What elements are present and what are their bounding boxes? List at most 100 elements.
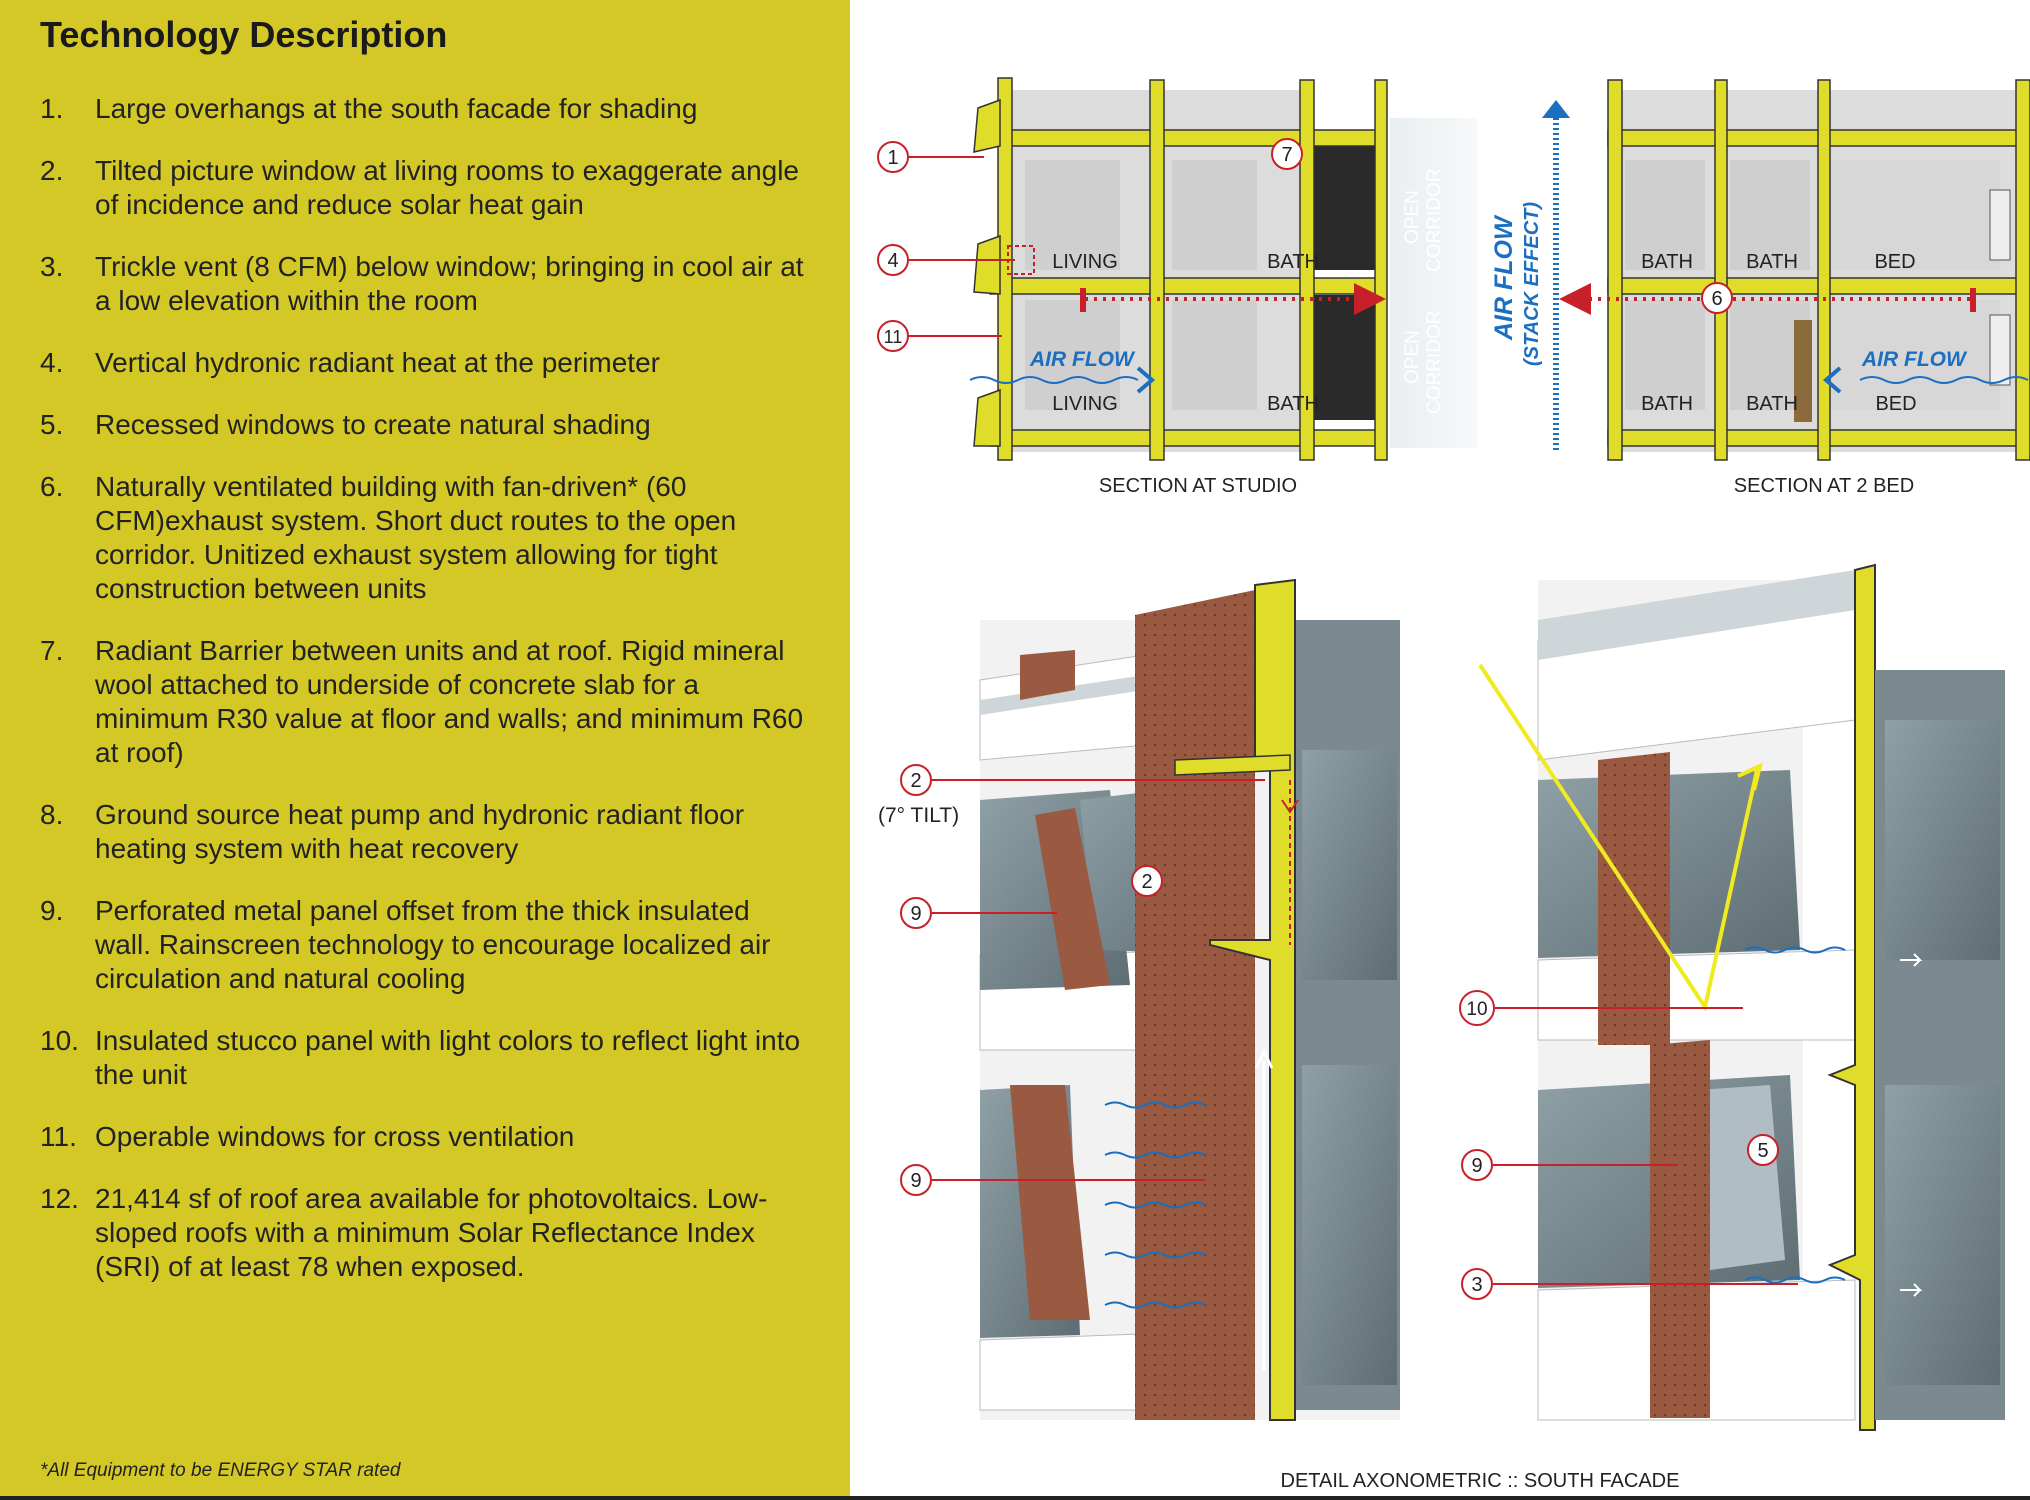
callout-3 — [1461, 1268, 1493, 1300]
callout-9 — [900, 1164, 932, 1196]
item-number: 12. — [40, 1183, 79, 1214]
air-flow-label-vertical: AIR FLOW — [1490, 214, 1518, 341]
svg-text:4: 4 — [887, 250, 898, 272]
item-text: Trickle vent (8 CFM) below window; bring… — [95, 251, 804, 316]
axonometric-studio: 2 (7° TILT) 2 9 9 — [878, 578, 1400, 1421]
air-flow-indicators: AIR FLOW AIR FLOW AIR FLOW (STACK EFFECT… — [969, 202, 2029, 394]
svg-text:2: 2 — [910, 770, 921, 792]
svg-text:6: 6 — [1711, 288, 1722, 310]
slab-roof — [989, 129, 1386, 147]
room-label-bath: BATH — [1641, 251, 1693, 273]
room-label-bath: BATH — [1746, 393, 1798, 415]
item-text: Ground source heat pump and hydronic rad… — [95, 799, 745, 864]
item-number: 3. — [40, 251, 64, 282]
item-number: 6. — [40, 471, 64, 502]
air-wave-icons — [1104, 1101, 1206, 1309]
room-label-living: LIVING — [1052, 251, 1118, 273]
item-number: 5. — [40, 409, 64, 440]
perforated-metal-panel — [1650, 1040, 1710, 1418]
stack-effect-label: (STACK EFFECT) — [1521, 202, 1543, 366]
arrow-icon — [1737, 762, 1763, 791]
room-label-bed: BED — [1875, 393, 1916, 415]
arrow-icon — [1900, 953, 1923, 967]
wave-icon — [1859, 376, 2029, 384]
item-text: Large overhangs at the south facade for … — [95, 93, 698, 124]
list-item: 9. Perforated metal panel offset from the… — [40, 894, 810, 996]
slab-level-2 — [989, 277, 1386, 295]
wave-icon — [969, 376, 1139, 384]
axonometric-two-bed: 10 9 3 5 — [1459, 563, 2005, 1431]
item-text: Operable windows for cross ventilation — [95, 1121, 575, 1152]
item-text: Vertical hydronic radiant heat at the pe… — [95, 347, 660, 378]
list-item: 1.Large overhangs at the south facade fo… — [40, 92, 810, 126]
open-corridor-upper — [1310, 140, 1382, 270]
room-labels: LIVING LIVING BATH BATH BATH BATH BED BA… — [1052, 251, 1916, 415]
list-item: 12.21,414 sf of roof area available for … — [40, 1182, 810, 1284]
item-number: 11. — [40, 1121, 77, 1152]
room-label-bath: BATH — [1267, 251, 1319, 273]
svg-text:7: 7 — [1281, 144, 1292, 166]
svg-text:2: 2 — [1141, 871, 1152, 893]
callout-9 — [1461, 1149, 1493, 1181]
tilt-label: (7° TILT) — [878, 804, 959, 827]
studio-section — [973, 77, 1388, 461]
list-item: 4. Vertical hydronic radiant heat at the … — [40, 346, 810, 380]
item-number: 9. — [40, 895, 64, 926]
arrow-right-icon — [1136, 366, 1156, 394]
item-number: 8. — [40, 799, 64, 830]
callout-2 — [900, 764, 932, 796]
technology-list: 1.Large overhangs at the south facade fo… — [40, 92, 810, 1312]
arrow-icon — [1900, 1283, 1923, 1297]
label-open: OPEN — [1402, 330, 1423, 384]
item-number: 10. — [40, 1025, 79, 1056]
item-number: 7. — [40, 635, 64, 666]
svg-text:11: 11 — [884, 327, 903, 347]
label-corridor: CORRIDOR — [1424, 311, 1445, 414]
air-flow-label-left: AIR FLOW — [1029, 348, 1136, 371]
svg-text:5: 5 — [1757, 1140, 1768, 1162]
item-number: 4. — [40, 347, 64, 378]
callout-1 — [877, 141, 909, 173]
callout-5 — [1747, 1134, 1779, 1166]
item-text: Tilted picture window at living rooms to… — [95, 155, 800, 220]
item-text: Insulated stucco panel with light colors… — [95, 1025, 801, 1090]
item-text: Naturally ventilated building with fan-d… — [95, 471, 737, 604]
label-open: OPEN — [1402, 190, 1423, 244]
air-flow-label-right: AIR FLOW — [1861, 348, 1968, 371]
two-bed-section — [1559, 79, 2030, 461]
list-item: 11. Operable windows for cross ventilatio… — [40, 1120, 810, 1154]
slab-level-1 — [989, 429, 1386, 447]
list-item: 8. Ground source heat pump and hydronic r… — [40, 798, 810, 866]
room-label-bath: BATH — [1746, 251, 1798, 273]
svg-text:3: 3 — [1471, 1274, 1482, 1296]
label-corridor: CORRIDOR — [1424, 169, 1445, 272]
room-label-bath: BATH — [1641, 393, 1693, 415]
wave-icon — [1744, 946, 1846, 954]
svg-text:9: 9 — [910, 903, 921, 925]
open-corridor-lower — [1310, 295, 1382, 420]
bottom-divider — [0, 1496, 2030, 1500]
item-text: Recessed windows to create natural shadi… — [95, 409, 651, 440]
room-label-bed: BED — [1874, 251, 1915, 273]
svg-text:9: 9 — [910, 1170, 921, 1192]
callout-11 — [877, 320, 909, 352]
corridor-labels: OPEN CORRIDOR OPEN CORRIDOR — [1402, 169, 1445, 414]
building-section: LIVING LIVING BATH BATH BATH BATH BED BA… — [877, 77, 2030, 497]
wave-icon — [1744, 1276, 1846, 1284]
callout-9 — [900, 897, 932, 929]
section-studio-label: SECTION AT STUDIO — [1099, 475, 1297, 497]
list-item: 2. Tilted picture window at living rooms … — [40, 154, 810, 222]
item-text: Radiant Barrier between units and at roo… — [95, 635, 804, 768]
list-item: 6. Naturally ventilated building with fan… — [40, 470, 810, 606]
svg-text:9: 9 — [1471, 1155, 1482, 1177]
item-text: Perforated metal panel offset from the t… — [95, 895, 771, 994]
callout-6 — [1701, 282, 1733, 314]
arrow-left-icon — [1822, 366, 1842, 394]
list-item: 3. Trickle vent (8 CFM) below window; bri… — [40, 250, 810, 318]
perforated-metal-panel — [1135, 590, 1255, 1420]
panel-title: Technology Description — [40, 14, 448, 55]
callout-10 — [1459, 990, 1495, 1026]
callout-2 — [1131, 865, 1163, 897]
item-number: 2. — [40, 155, 64, 186]
axonometric-label: DETAIL AXONOMETRIC :: SOUTH FACADE — [1281, 1470, 1680, 1492]
